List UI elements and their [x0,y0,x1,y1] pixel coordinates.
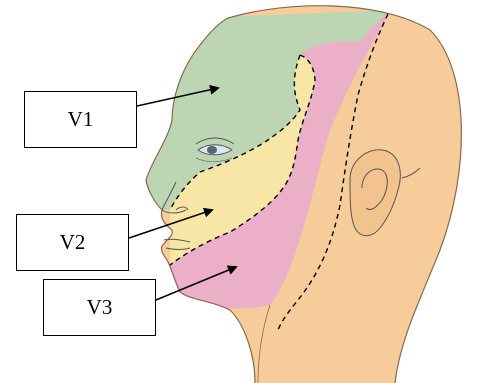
v1-label: V1 [68,109,94,130]
v3-label-box: V3 [43,279,156,336]
v2-label-box: V2 [16,214,129,271]
v3-label: V3 [87,297,113,318]
v1-label-box: V1 [24,91,137,148]
v2-label: V2 [60,232,86,253]
